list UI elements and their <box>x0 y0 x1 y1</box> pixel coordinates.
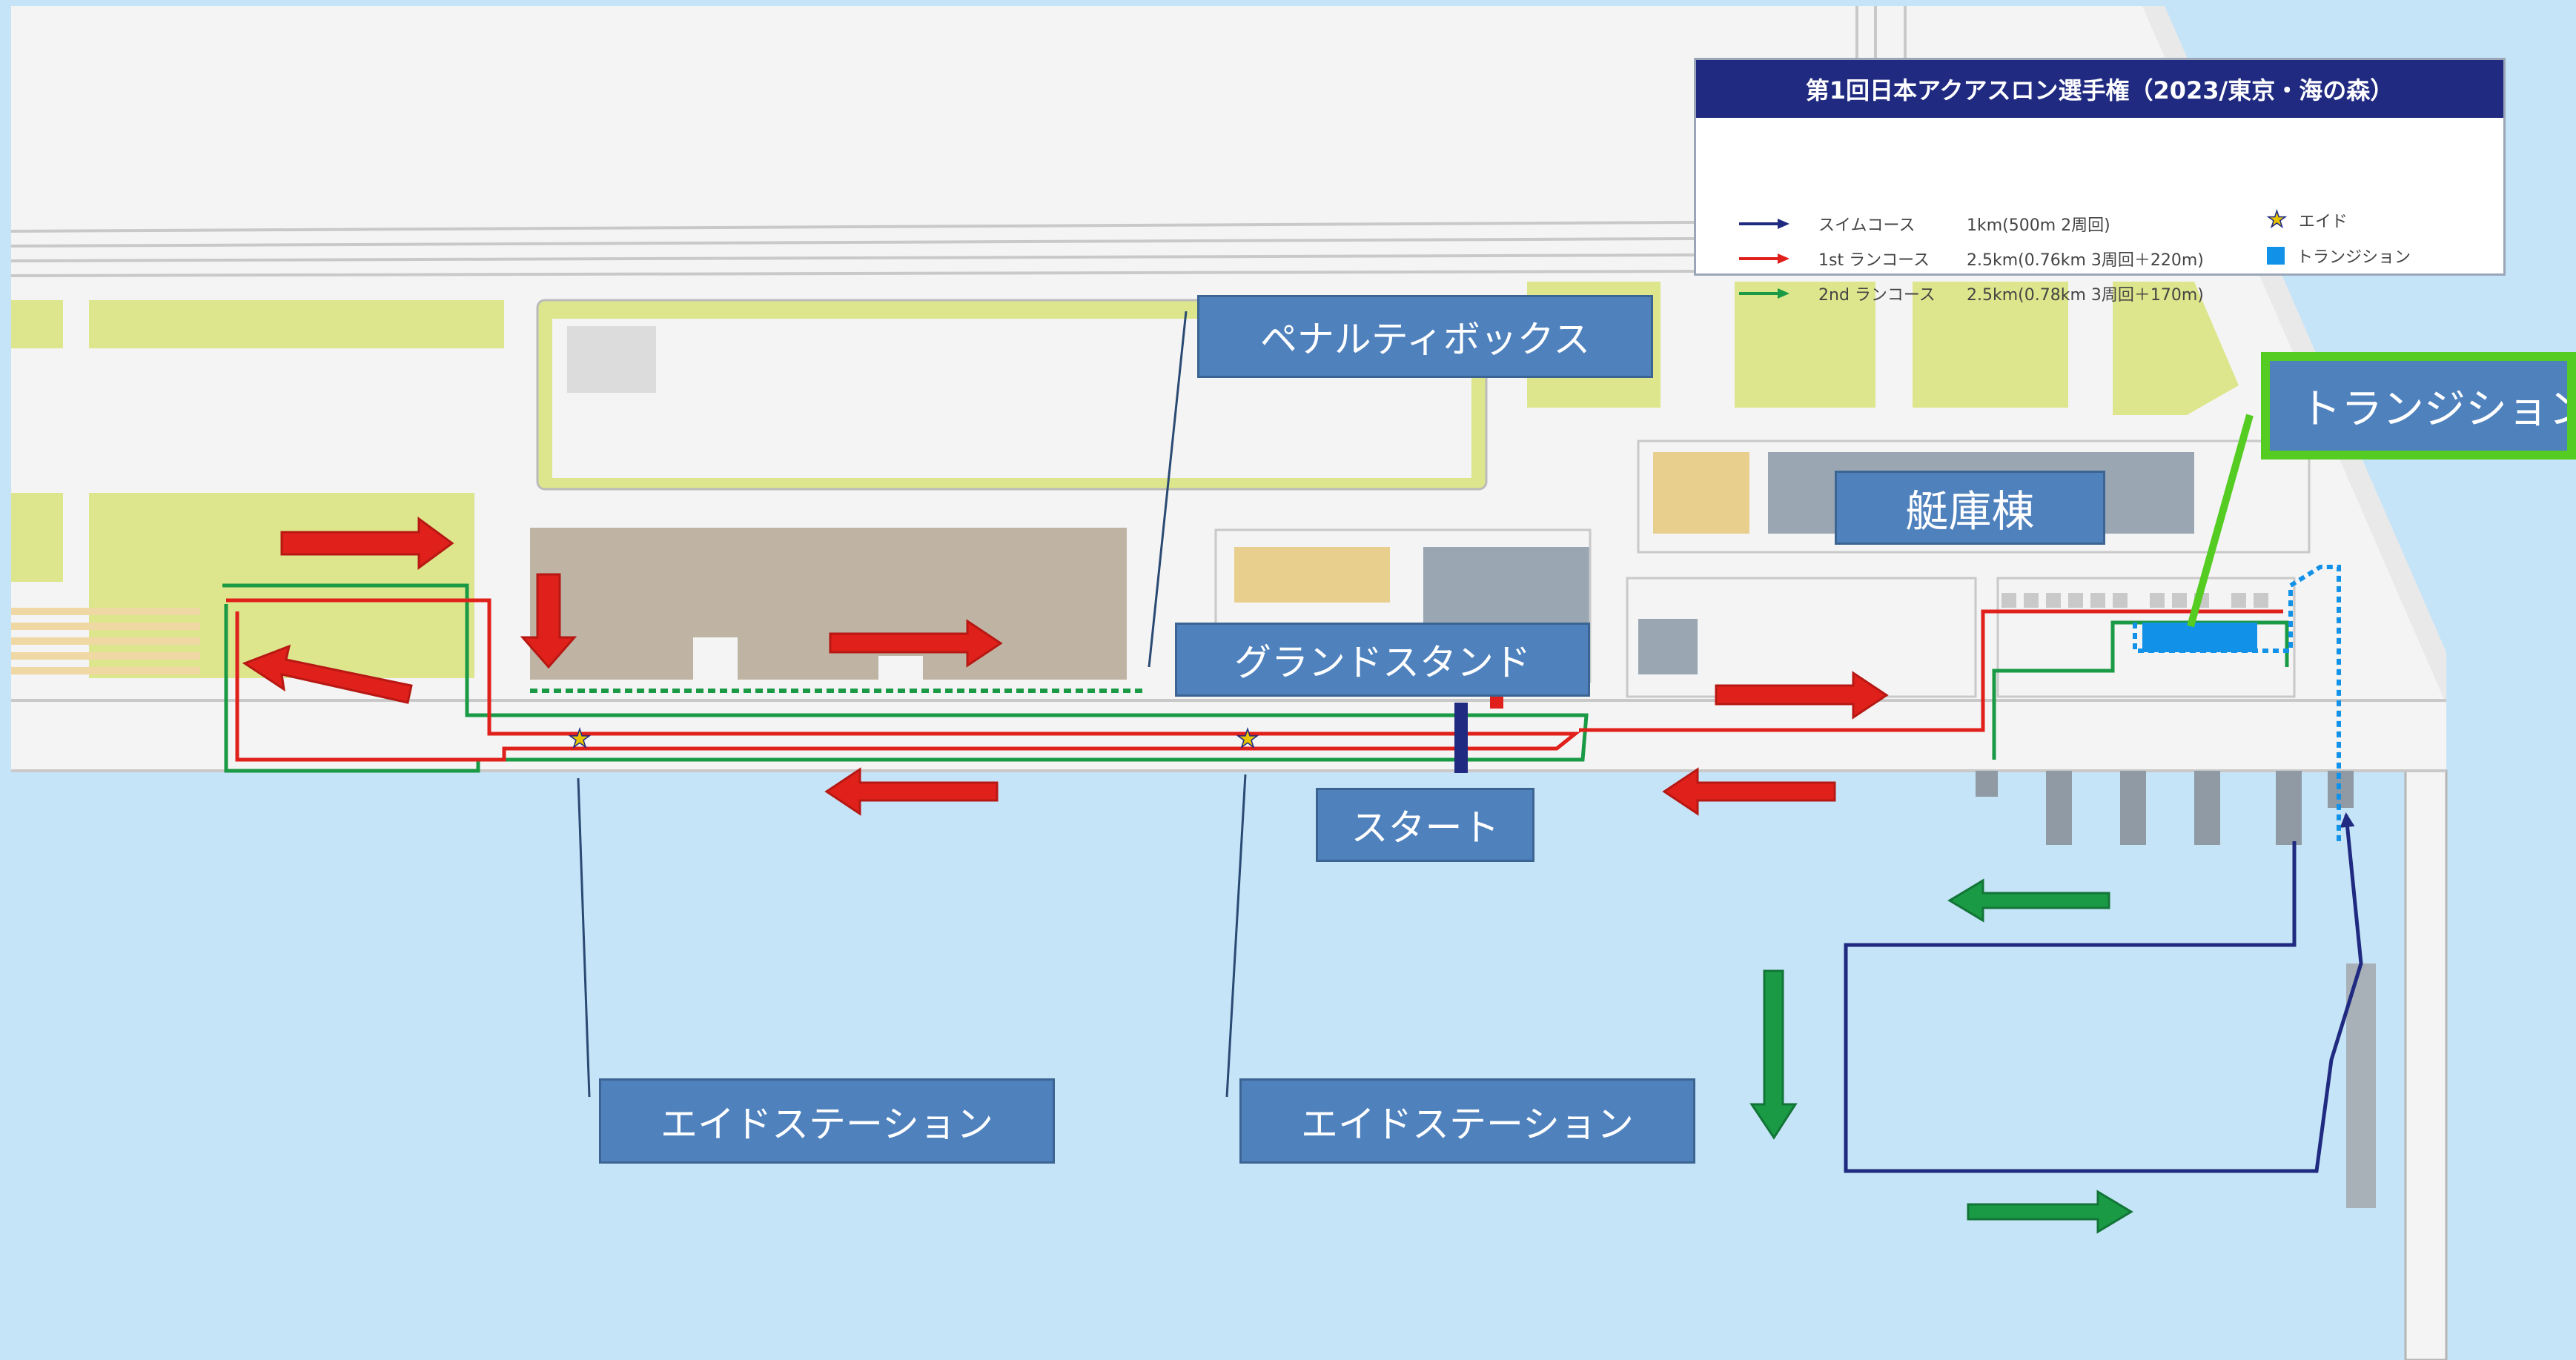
run2-arrow-icon <box>1739 288 1789 299</box>
legend-swim-desc: 1km(500m 2周回) <box>1967 216 2110 235</box>
leader-lines <box>577 311 1247 1098</box>
red-arrows <box>242 517 1889 816</box>
transition-area <box>2142 623 2257 652</box>
run1-course <box>226 598 2283 762</box>
legend-swim-name: スイムコース <box>1818 216 1916 235</box>
aid-star-icon: ★ <box>2266 207 2287 233</box>
start-line <box>1454 703 1468 773</box>
legend-aid: ★ エイド <box>2266 207 2348 233</box>
small-gray-building <box>1638 619 1698 674</box>
boathouse-sand <box>1653 452 1749 534</box>
brown-building-notch <box>693 637 738 680</box>
legend-run1-desc: 2.5km(0.76km 3周回＋220m) <box>1967 251 2204 270</box>
gray-block <box>567 326 656 393</box>
swim-arrow-icon <box>1739 219 1789 229</box>
right-pier <box>2404 769 2448 1360</box>
brown-building <box>530 528 1127 680</box>
sand-building <box>1234 547 1390 603</box>
run2-course <box>222 583 2289 773</box>
legend-transition: トランジション <box>2267 244 2411 268</box>
boathouse-outline <box>1637 439 2311 554</box>
legend-run2-name: 2nd ランコース <box>1818 286 1936 305</box>
label-aid-station-right: エイドステーション <box>1239 1078 1695 1164</box>
piers <box>1976 771 2354 845</box>
aid-star-right: ★ <box>1236 724 1259 754</box>
green-arrows <box>1749 878 2133 1234</box>
start-marker <box>1490 695 1503 709</box>
swim-course <box>1844 812 2363 1173</box>
roads <box>10 6 2446 772</box>
run1-arrow-icon <box>1739 253 1789 264</box>
label-penalty-box: ペナルティボックス <box>1197 295 1653 378</box>
transition-dotted <box>2133 565 2341 841</box>
legend-transition-label: トランジション <box>2297 248 2411 267</box>
legend-title: 第1回日本アクアスロン選手権（2023/東京・海の森） <box>1696 60 2503 118</box>
legend-run1-name: 1st ランコース <box>1818 251 1930 270</box>
legend-run2-desc: 2.5km(0.78km 3周回＋170m) <box>1967 286 2204 305</box>
label-start: スタート <box>1316 788 1534 862</box>
label-transition: トランジション <box>2261 352 2576 460</box>
transition-leader <box>2187 414 2254 628</box>
aid-star-left: ★ <box>569 724 591 754</box>
legend-aid-label: エイド <box>2298 213 2348 231</box>
label-aid-station-left: エイドステーション <box>599 1078 1055 1164</box>
sand-strips <box>11 608 200 674</box>
racks-outline <box>1996 577 2296 698</box>
legend: 第1回日本アクアスロン選手権（2023/東京・海の森） スイムコース 1km(5… <box>1694 58 2506 305</box>
brown-building-notch-2 <box>878 656 923 680</box>
transition-square-icon <box>2267 247 2285 265</box>
label-boathouse: 艇庫棟 <box>1835 471 2105 545</box>
pier-strip <box>2346 963 2376 1208</box>
label-grandstand: グランドスタンド <box>1175 623 1590 697</box>
